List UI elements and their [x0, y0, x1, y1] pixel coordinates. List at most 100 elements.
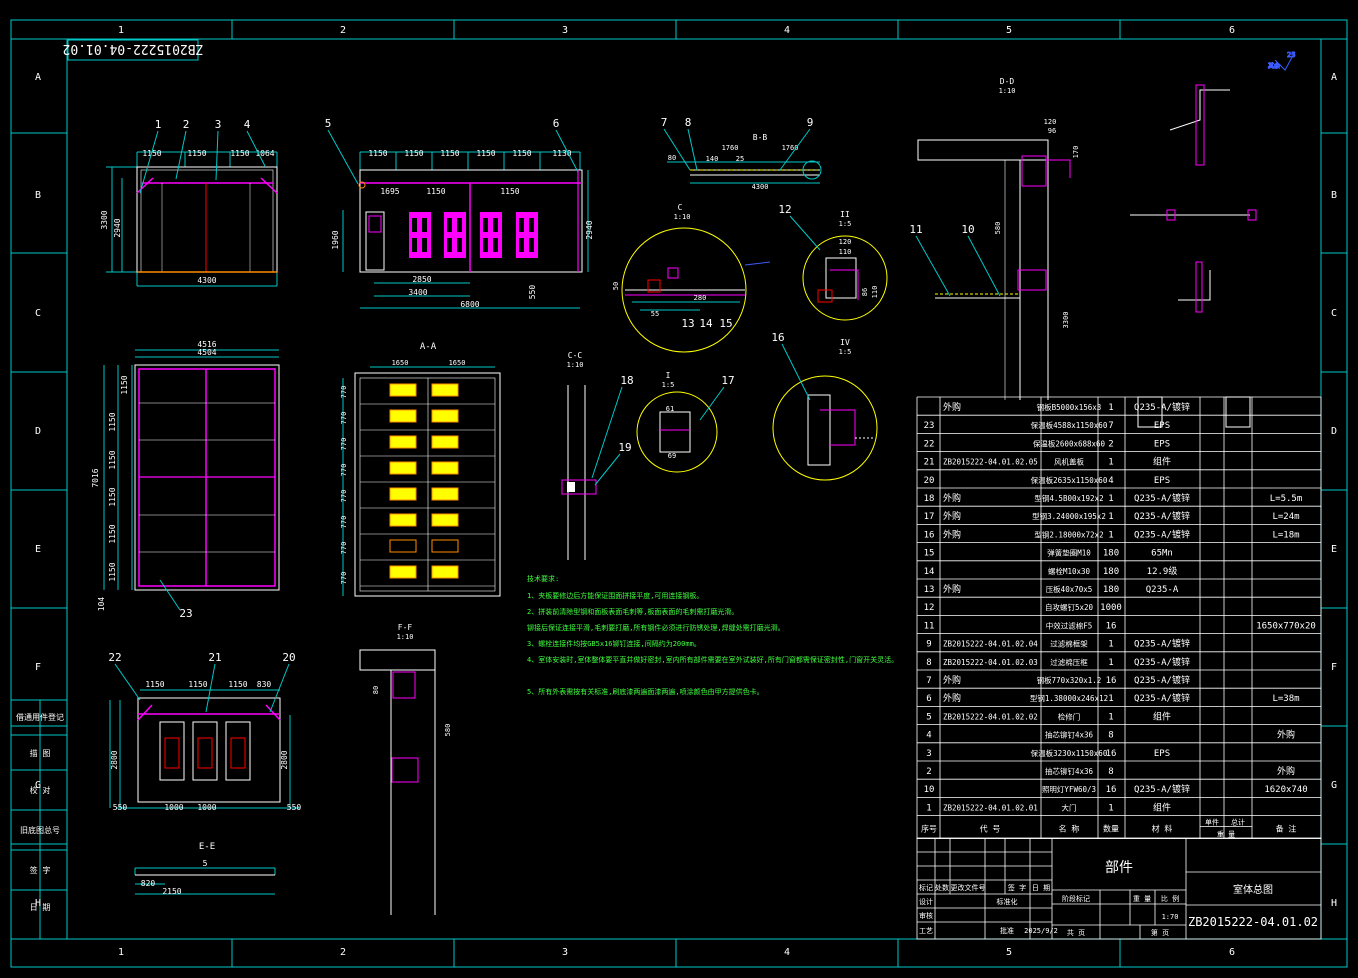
bom-cell-mat: EPS: [1154, 439, 1170, 449]
svg-text:104: 104: [97, 597, 106, 612]
svg-text:1150: 1150: [228, 680, 247, 689]
bom-header: 数量: [1103, 824, 1119, 834]
bom-cell-note: 外购: [1277, 729, 1295, 741]
bom-cell-no: 4: [926, 731, 931, 741]
bom-cell-no: 2: [926, 767, 931, 777]
notes-title: 技术要求:: [527, 574, 559, 583]
svg-text:770: 770: [340, 438, 348, 451]
svg-text:770: 770: [340, 490, 348, 503]
svg-text:旧底图总号: 旧底图总号: [20, 825, 60, 835]
bom-cell-qty: 1: [1108, 803, 1113, 813]
bom-cell-qty: 1: [1108, 640, 1113, 650]
svg-text:1650: 1650: [392, 359, 409, 367]
grid-labels: 1 2 3 4 5 6 1 2 3 4 5 6 A B C D E F G H …: [35, 25, 1337, 958]
svg-text:标准化: 标准化: [997, 897, 1018, 906]
bom-header: 重 量: [1217, 831, 1235, 839]
svg-text:II: II: [840, 210, 850, 219]
left-margin-labels: 借通用件登记 描 图 校 对 旧底图总号 签 字 日 期: [16, 712, 64, 912]
svg-text:1000: 1000: [164, 803, 183, 812]
svg-text:1150: 1150: [108, 450, 117, 469]
svg-text:580: 580: [994, 222, 1002, 235]
svg-text:11: 11: [909, 223, 922, 236]
mirrored-code: ZB2015222-04.01.02: [63, 41, 204, 56]
svg-text:4: 4: [244, 118, 251, 131]
bom-cell-code: 外购: [943, 692, 961, 704]
grid-col-top-6: 6: [1229, 25, 1235, 36]
svg-text:16: 16: [771, 331, 784, 344]
svg-text:770: 770: [340, 412, 348, 425]
svg-text:1150: 1150: [120, 375, 129, 394]
svg-text:1760: 1760: [722, 144, 739, 152]
svg-text:19: 19: [618, 441, 631, 454]
bom-cell-code: ZB2015222-04.01.02.02: [943, 712, 1038, 721]
svg-text:设计: 设计: [919, 897, 933, 906]
detail-i: I 1:5 61 69 17: [636, 371, 735, 473]
svg-text:1: 1: [155, 118, 162, 131]
bom-cell-name: 大门: [1062, 802, 1077, 812]
grid-col-bot-4: 4: [784, 947, 790, 958]
bom-cell-qty: 180: [1103, 585, 1119, 595]
bom-cell-name: 抽芯铆钉4x36: [1045, 766, 1094, 776]
svg-text:120: 120: [1044, 118, 1057, 126]
svg-text:2850: 2850: [412, 275, 431, 284]
svg-text:770: 770: [340, 542, 348, 555]
svg-text:重 量: 重 量: [1133, 895, 1151, 903]
bom-cell-mat: Q235-A/镀锌: [1134, 674, 1190, 686]
svg-text:更改文件号: 更改文件号: [951, 883, 986, 892]
grid-col-top-5: 5: [1006, 25, 1012, 36]
svg-text:770: 770: [340, 572, 348, 585]
svg-text:550: 550: [113, 803, 128, 812]
svg-text:18: 18: [620, 374, 633, 387]
bom-cell-no: 7: [926, 676, 931, 686]
note-line-4: 3、螺栓连接件均按GB5x16铆钉连接,间隔约为200mm。: [527, 639, 701, 648]
bom-cell-qty: 8: [1108, 767, 1113, 777]
svg-text:比 例: 比 例: [1161, 894, 1179, 903]
svg-text:1960: 1960: [331, 230, 340, 249]
grid-row-right-H: H: [1331, 898, 1337, 909]
svg-text:C-C: C-C: [568, 351, 583, 360]
bom-cell-mat: 组件: [1153, 710, 1171, 722]
bom-cell-name: 保温板4588x1150x60: [1031, 420, 1108, 430]
svg-text:工艺: 工艺: [919, 927, 933, 935]
svg-text:7: 7: [661, 116, 668, 129]
svg-text:770: 770: [340, 516, 348, 529]
svg-text:3: 3: [215, 118, 222, 131]
bom-cell-note: L=38m: [1272, 694, 1299, 704]
bom-cell-code: 外购: [943, 401, 961, 413]
grid-row-right-D: D: [1331, 426, 1337, 437]
svg-text:110: 110: [871, 286, 879, 299]
bom-cell-no: 6: [926, 694, 931, 704]
bom-cell-code: ZB2015222-04.01.02.03: [943, 658, 1038, 667]
bom-cell-no: 23: [924, 421, 935, 431]
bom-cell-qty: 16: [1106, 749, 1117, 759]
bom-cell-name: 过滤棉框架: [1050, 639, 1088, 649]
svg-text:1:5: 1:5: [662, 381, 675, 389]
grid-col-top-1: 1: [118, 25, 124, 36]
bom-cell-no: 13: [924, 585, 935, 595]
svg-text:签 字: 签 字: [1008, 883, 1026, 892]
aa-filter-pad: [431, 409, 459, 423]
aa-filter-pad: [431, 383, 459, 397]
svg-text:1150: 1150: [426, 187, 445, 196]
bom-cell-name: 抽芯铆钉4x36: [1045, 730, 1094, 740]
grid-col-bot-5: 5: [1006, 947, 1012, 958]
grid-col-bot-2: 2: [340, 947, 346, 958]
bom-cell-name: 型钢4.5B00x192x2: [1034, 493, 1103, 503]
detail-iv: IV 1:5 16: [771, 331, 878, 481]
svg-text:1150: 1150: [108, 524, 117, 543]
svg-text:1000: 1000: [197, 803, 216, 812]
bom-cell-no: 14: [924, 567, 935, 577]
detail-bb: B-B 80 1760 140 25 1760 4300 7 8 9: [661, 116, 822, 191]
bom-cell-name: 照明灯YFW60/3: [1042, 784, 1096, 794]
svg-text:280: 280: [694, 294, 707, 302]
bom-header: 代 号: [980, 824, 1001, 834]
bom-cell-name: 保温板3230x1150x60: [1031, 748, 1108, 758]
bom-cell-name: 压板40x70x5: [1046, 584, 1093, 594]
bom-cell-code: 外购: [943, 510, 961, 522]
bom-cell-code: ZB2015222-04.01.02.04: [943, 640, 1038, 649]
bom-cell-note: L=24m: [1272, 512, 1299, 522]
svg-text:21: 21: [208, 651, 221, 664]
bom-cell-qty: 180: [1103, 549, 1119, 559]
svg-text:4300: 4300: [197, 276, 216, 285]
